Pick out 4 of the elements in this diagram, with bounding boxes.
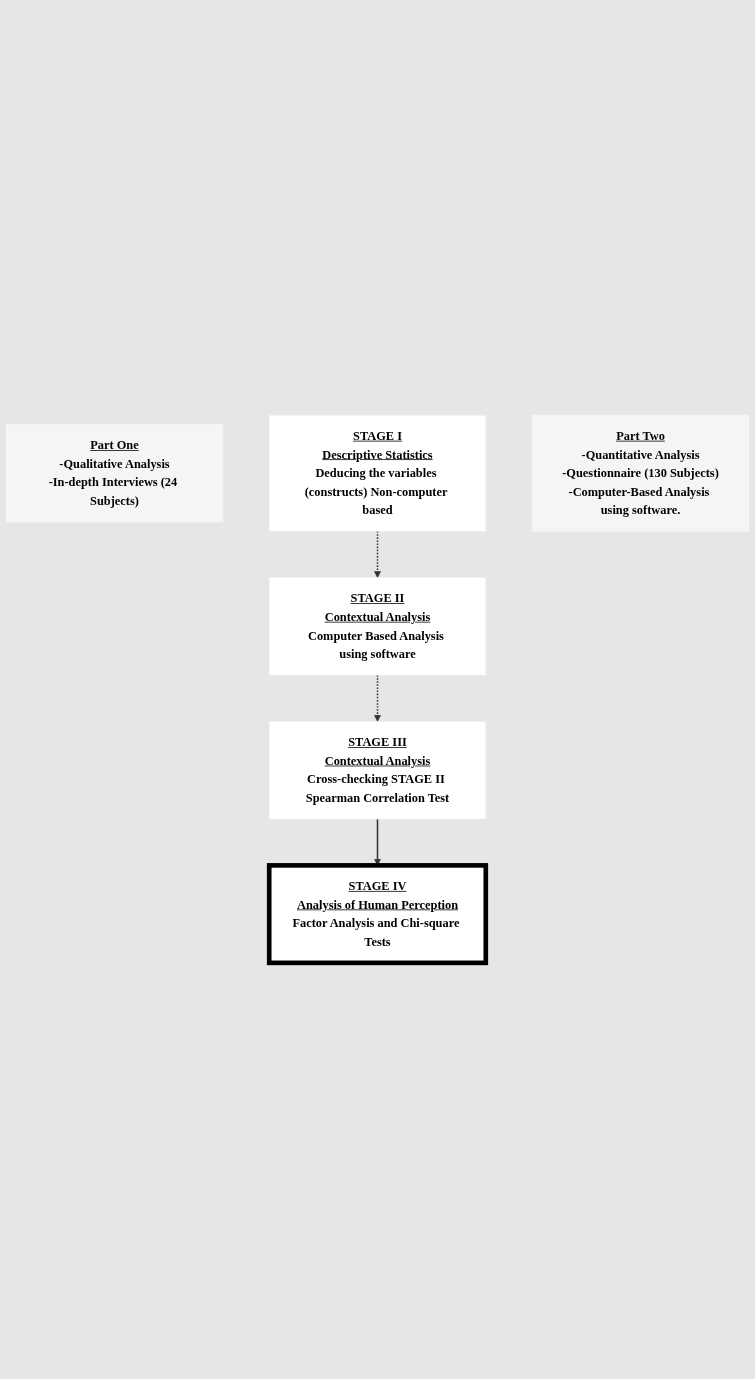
node-box: STAGE II Contextual Analysis Computer Based Analysis using software (268, 577, 487, 676)
node-box: STAGE III Contextual Analysis Cross-checking STAGE II Spearman Correlation Test (268, 721, 487, 820)
node-box: STAGE I Descriptive Statistics Deducing the variables (constructs) Non-computer based (268, 415, 487, 533)
node-box: STAGE IV Analysis of Human Perception Factor Analysis and Chi-square Tests (266, 863, 489, 966)
